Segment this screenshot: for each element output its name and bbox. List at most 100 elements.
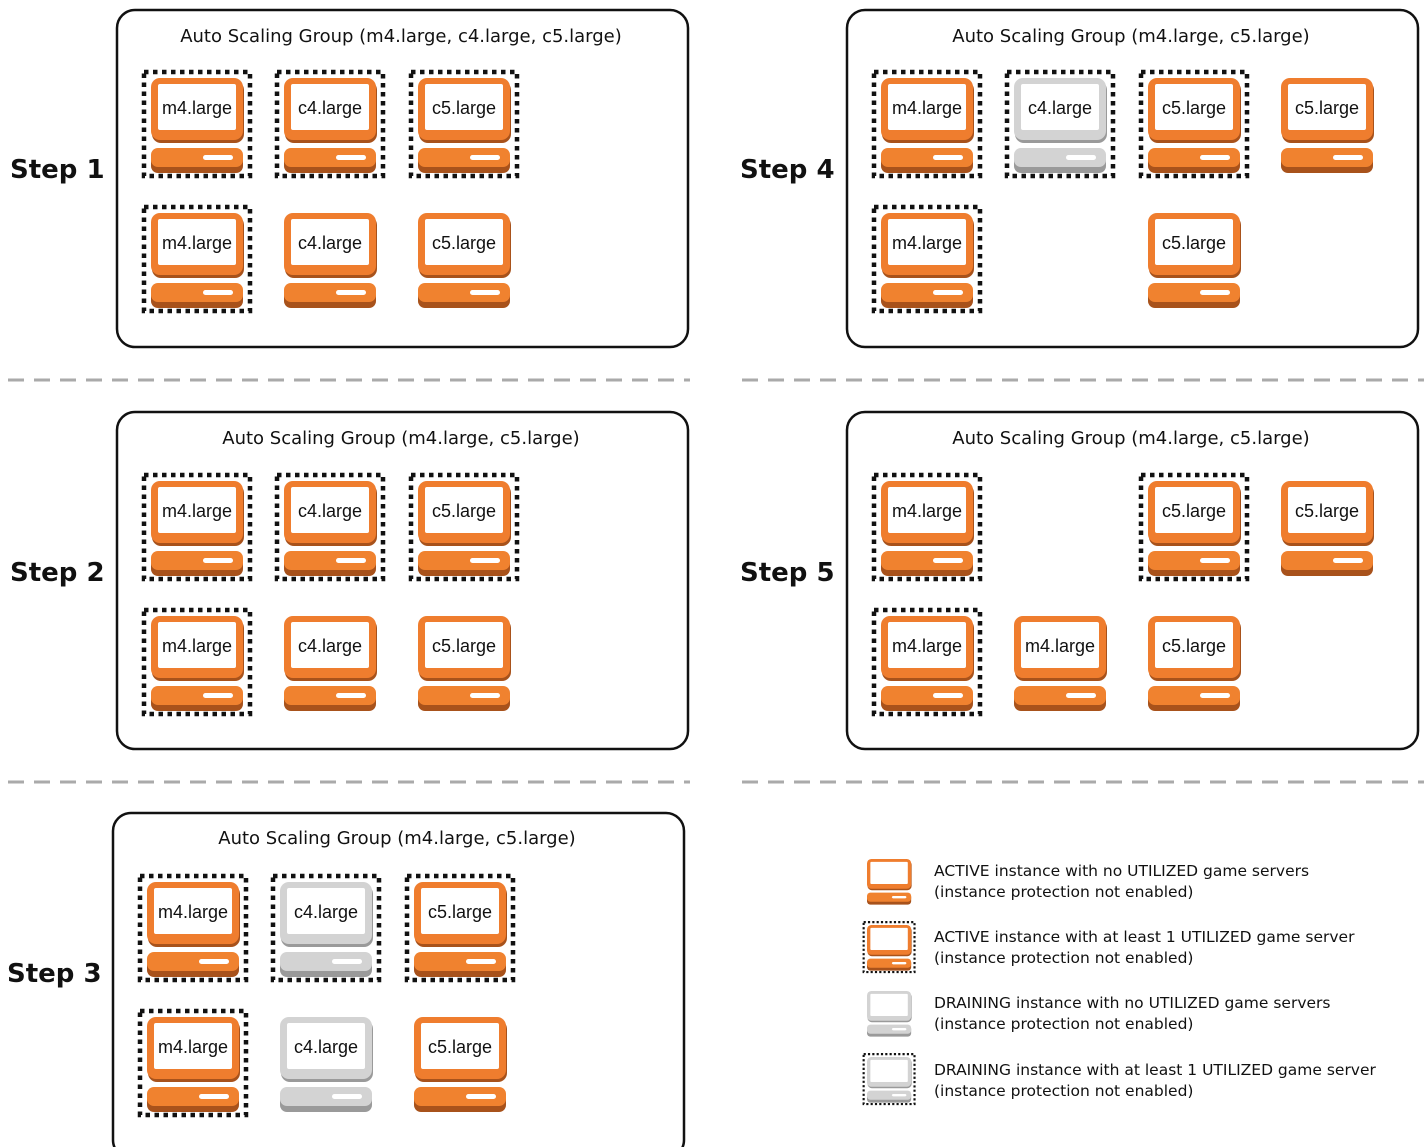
step-3-panel: Step 3 Auto Scaling Group (m4.large, c5.… xyxy=(7,811,686,1147)
monitor-screen xyxy=(291,487,369,533)
step-3-instance-4-active-utilized: m4.large xyxy=(137,1008,249,1118)
base-unit xyxy=(151,283,243,302)
step-4-instance-5-active-utilized: m4.large xyxy=(871,204,983,314)
drive-slot xyxy=(1200,558,1230,563)
step-5-group-box xyxy=(845,410,1420,751)
monitor-screen xyxy=(1155,84,1233,130)
step-5-instance-1-active-utilized: m4.large xyxy=(871,472,983,582)
drive-slot xyxy=(1066,155,1096,160)
step-5-group-title: Auto Scaling Group (m4.large, c5.large) xyxy=(952,428,1309,449)
base-unit xyxy=(151,148,243,167)
monitor-screen xyxy=(870,861,908,884)
monitor-screen xyxy=(1155,487,1233,533)
monitor-screen xyxy=(287,1023,365,1069)
legend: ACTIVE instance with no UTILIZED game se… xyxy=(862,859,1377,1106)
drive-slot xyxy=(1333,155,1363,160)
step-2-instance-6-active: c5.large xyxy=(418,616,511,711)
instance-label: c4.large xyxy=(298,98,362,118)
instance-label: c5.large xyxy=(432,98,496,118)
base-unit xyxy=(1148,148,1240,167)
base-unit xyxy=(418,686,510,705)
instance-label: m4.large xyxy=(1025,636,1095,656)
step-4-instance-6-active: c5.large xyxy=(1148,213,1241,308)
instance-label: m4.large xyxy=(158,1037,228,1057)
instance-label: c5.large xyxy=(428,902,492,922)
monitor-screen xyxy=(421,888,499,934)
legend-item-1-line1: ACTIVE instance with no UTILIZED game se… xyxy=(934,862,1309,880)
legend-icon-4-draining-utilized xyxy=(862,1053,916,1106)
legend-icon-3-draining xyxy=(867,991,912,1037)
drive-slot xyxy=(891,961,907,965)
step-1-instance-4-active-utilized: m4.large xyxy=(141,204,253,314)
drive-slot xyxy=(933,558,963,563)
instance-label: c4.large xyxy=(298,636,362,656)
drive-slot xyxy=(891,895,907,899)
base-unit xyxy=(414,952,506,971)
instance-label: c5.large xyxy=(432,233,496,253)
instance-label: c5.large xyxy=(432,636,496,656)
utilized-dotted-border xyxy=(137,873,249,983)
monitor-screen xyxy=(1288,487,1366,533)
step-4-panel: Step 4 Auto Scaling Group (m4.large, c5.… xyxy=(740,8,1420,349)
monitor-screen xyxy=(291,622,369,668)
drive-slot xyxy=(332,959,362,964)
step-2-group-title: Auto Scaling Group (m4.large, c5.large) xyxy=(222,428,579,449)
drive-slot xyxy=(336,290,366,295)
legend-item-2-line2: (instance protection not enabled) xyxy=(934,949,1193,967)
step-2-instance-2-active-utilized: c4.large xyxy=(274,472,386,582)
base-unit xyxy=(418,148,510,167)
utilized-dotted-border xyxy=(871,607,983,717)
drive-slot xyxy=(332,1094,362,1099)
base-unit xyxy=(151,686,243,705)
base-unit xyxy=(284,686,376,705)
step-2-instance-1-active-utilized: m4.large xyxy=(141,472,253,582)
base-unit xyxy=(881,686,973,705)
utilized-dotted-border xyxy=(871,69,983,179)
step-5-instance-6-active: c5.large xyxy=(1148,616,1241,711)
utilized-dotted-border xyxy=(137,1008,249,1118)
step-3-group-box xyxy=(111,811,686,1147)
monitor-screen xyxy=(425,622,503,668)
instance-label: m4.large xyxy=(892,501,962,521)
monitor-screen xyxy=(291,84,369,130)
base-unit xyxy=(284,551,376,570)
base-unit xyxy=(867,958,912,968)
instance-label: m4.large xyxy=(892,98,962,118)
drive-slot xyxy=(1200,155,1230,160)
base-unit xyxy=(418,551,510,570)
step-3-instance-3-active-utilized: c5.large xyxy=(404,873,516,983)
instance-label: c5.large xyxy=(1162,636,1226,656)
step-1-instance-3-active-utilized: c5.large xyxy=(408,69,520,179)
drive-slot xyxy=(203,693,233,698)
drive-slot xyxy=(203,155,233,160)
utilized-dotted-border xyxy=(862,921,916,974)
monitor-screen xyxy=(287,888,365,934)
step-3-label: Step 3 xyxy=(7,959,102,989)
monitor-screen xyxy=(888,219,966,265)
drive-slot xyxy=(470,693,500,698)
drive-slot xyxy=(933,155,963,160)
drive-slot xyxy=(336,558,366,563)
monitor-screen xyxy=(1288,84,1366,130)
step-4-group-title: Auto Scaling Group (m4.large, c5.large) xyxy=(952,26,1309,47)
monitor-screen xyxy=(1155,219,1233,265)
monitor-screen xyxy=(158,219,236,265)
step-1-group-box xyxy=(115,8,690,349)
monitor-screen xyxy=(1021,622,1099,668)
drive-slot xyxy=(203,290,233,295)
step-2-instance-4-active-utilized: m4.large xyxy=(141,607,253,717)
drive-slot xyxy=(470,558,500,563)
drive-slot xyxy=(199,1094,229,1099)
utilized-dotted-border xyxy=(274,472,386,582)
drive-slot xyxy=(1200,290,1230,295)
utilized-dotted-border xyxy=(408,69,520,179)
base-unit xyxy=(867,1090,912,1100)
base-unit xyxy=(280,952,372,971)
utilized-dotted-border xyxy=(871,204,983,314)
base-unit xyxy=(881,551,973,570)
utilized-dotted-border xyxy=(274,69,386,179)
utilized-dotted-border xyxy=(404,873,516,983)
step-1-instance-5-active: c4.large xyxy=(284,213,377,308)
